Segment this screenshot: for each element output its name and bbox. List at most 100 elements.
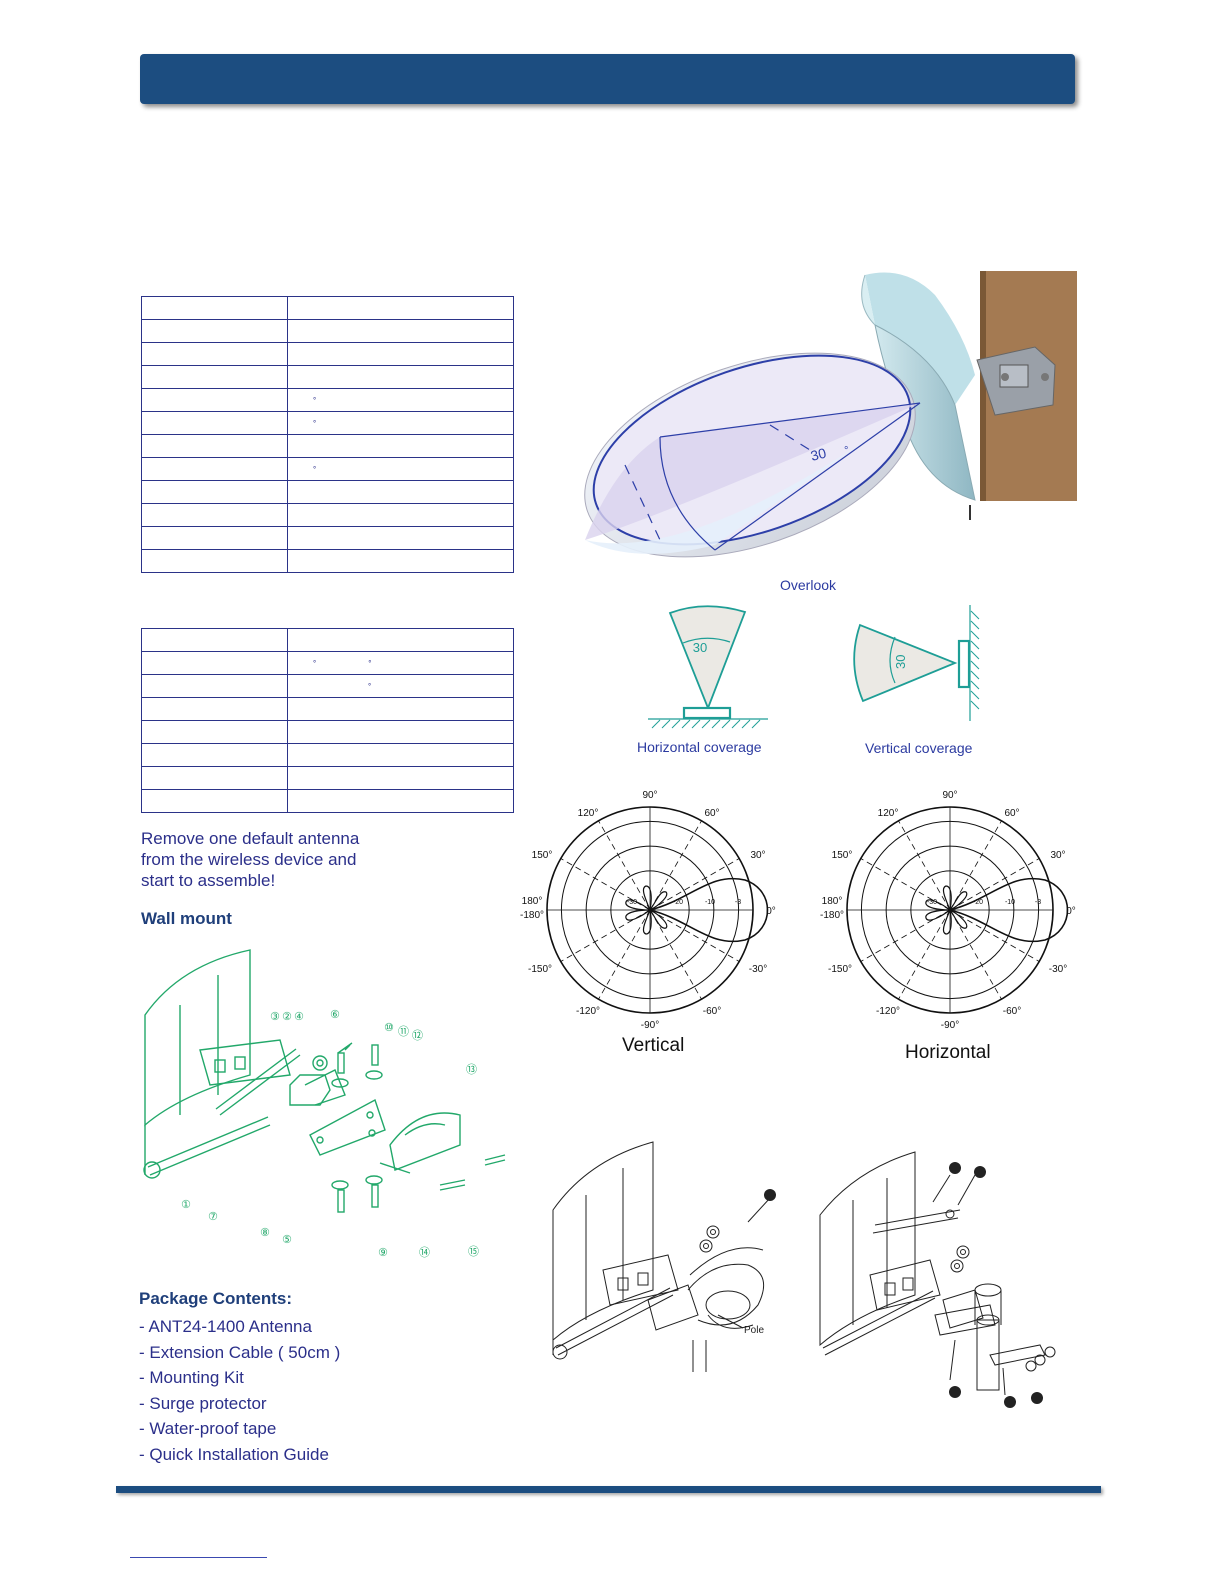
ring-label: -20: [973, 899, 983, 906]
main-lobe: [949, 877, 1069, 943]
table-row: °: [141, 674, 514, 698]
ring-label: -30: [927, 899, 937, 906]
table-row: [141, 342, 514, 366]
table-row: °°: [141, 651, 514, 675]
ring-label: -3: [735, 899, 741, 906]
side-lobe: [625, 899, 652, 911]
instruction-line: Remove one default antenna: [141, 829, 360, 848]
list-item: - Water-proof tape: [139, 1419, 277, 1438]
table-row: °: [141, 411, 514, 435]
table-row: [141, 319, 514, 343]
table-row: [141, 480, 514, 504]
list-item: - Quick Installation Guide: [139, 1444, 329, 1464]
side-lobe: [649, 909, 668, 929]
angle-label: -120°: [876, 1006, 900, 1017]
angle-label: 30°: [750, 850, 765, 861]
angle-label: 90°: [942, 790, 957, 801]
side-lobe: [642, 885, 652, 913]
polar-spoke: [649, 909, 740, 962]
side-lobe: [942, 885, 952, 913]
package-contents-list: - ANT24-1400 Antenna - Extension Cable (…: [139, 1314, 340, 1467]
list-item: - Mounting Kit: [139, 1368, 244, 1387]
spec-table-primary: ° ° °: [141, 296, 514, 573]
angle-label: -30°: [749, 964, 767, 975]
horizontal-coverage-caption: Horizontal coverage: [637, 739, 762, 755]
callout-4: ④: [294, 1010, 304, 1023]
polar-spoke: [949, 820, 1002, 911]
callout-2: ②: [282, 1010, 292, 1023]
ring-label: -20: [673, 899, 683, 906]
polar-spoke: [860, 858, 951, 911]
callout-10: ⑩: [384, 1021, 394, 1034]
table-row: [141, 766, 514, 790]
polar-spoke: [898, 909, 951, 1000]
callout-14: ⑭: [419, 1246, 430, 1259]
table-row: [141, 743, 514, 767]
side-lobe: [942, 907, 952, 935]
list-item: - Surge protector: [139, 1393, 267, 1413]
polar-spoke: [598, 820, 651, 911]
degree-symbol: °: [844, 445, 848, 457]
vertical-coverage-angle: 30: [893, 655, 908, 669]
side-lobe: [642, 907, 652, 935]
callout-5: ⑤: [282, 1233, 292, 1246]
angle-label: 180°: [522, 896, 543, 907]
polar-spoke: [560, 909, 651, 962]
angle-label: -150°: [828, 964, 852, 975]
header-bar: [140, 54, 1075, 104]
wall-mount-title: Wall mount: [141, 909, 232, 928]
footer-bar: [116, 1486, 1101, 1493]
polar-spoke: [560, 858, 651, 911]
angle-label: 180°: [822, 896, 843, 907]
angle-label: 150°: [532, 850, 553, 861]
angle-label: -150°: [528, 964, 552, 975]
side-lobe: [949, 891, 968, 911]
table-row: [141, 549, 514, 573]
polar-spoke: [898, 820, 951, 911]
polar-spoke: [649, 909, 702, 1000]
callout-7: ⑦: [208, 1210, 218, 1223]
polar-spoke: [649, 820, 702, 911]
ring-label: -10: [1005, 899, 1015, 906]
horizontal-coverage-angle: 30: [693, 640, 707, 655]
table-row: °: [141, 457, 514, 481]
pole-mount-diagram-clamp: Pole: [552, 1141, 776, 1372]
table-row: [141, 365, 514, 389]
table-row: [141, 296, 514, 320]
angle-label: 60°: [704, 808, 719, 819]
polar-spoke: [949, 858, 1040, 911]
callout-3: ③: [270, 1010, 280, 1023]
angle-label: 60°: [1004, 808, 1019, 819]
callout-15: ⑮: [468, 1245, 479, 1258]
angle-label: -120°: [576, 1006, 600, 1017]
callout-9: ⑨: [378, 1246, 388, 1259]
list-item: - ANT24-1400 Antenna: [139, 1317, 312, 1336]
pole-label: Pole: [744, 1325, 764, 1336]
callout-11: ⑪: [398, 1025, 409, 1038]
callout-8: ⑧: [260, 1226, 270, 1239]
ring-label: -3: [1035, 899, 1041, 906]
vertical-coverage-diagram: 30: [853, 605, 980, 721]
horizontal-coverage-diagram: 30: [648, 605, 768, 729]
polar-vertical-caption: Vertical: [622, 1035, 685, 1056]
ring-label: -30: [627, 899, 637, 906]
main-lobe: [649, 877, 769, 943]
angle-label: 0°: [1066, 906, 1076, 917]
table-row: [141, 720, 514, 744]
angle-label: -60°: [1003, 1006, 1021, 1017]
angle-label: -180°: [520, 910, 544, 921]
overlook-caption: Overlook: [780, 577, 837, 593]
table-row: [141, 434, 514, 458]
angle-label: -30°: [1049, 964, 1067, 975]
polar-pattern-vertical: 90°60°30°0°-30°-60°-90°-120°-150°180°-18…: [520, 790, 776, 1031]
table-row: [141, 628, 514, 652]
spec-table-secondary: °° °: [141, 628, 514, 813]
polar-pattern-horizontal: 90°60°30°0°-30°-60°-90°-120°-150°180°-18…: [820, 790, 1076, 1031]
polar-spoke: [949, 909, 1002, 1000]
pole-mount-diagram-bracket: [819, 1151, 1056, 1408]
footer-link-underline: [130, 1556, 267, 1558]
angle-label: 120°: [878, 808, 899, 819]
list-item: - Extension Cable ( 50cm ): [139, 1342, 341, 1362]
vertical-coverage-caption: Vertical coverage: [865, 740, 973, 756]
callout-13: ⑬: [466, 1063, 477, 1076]
